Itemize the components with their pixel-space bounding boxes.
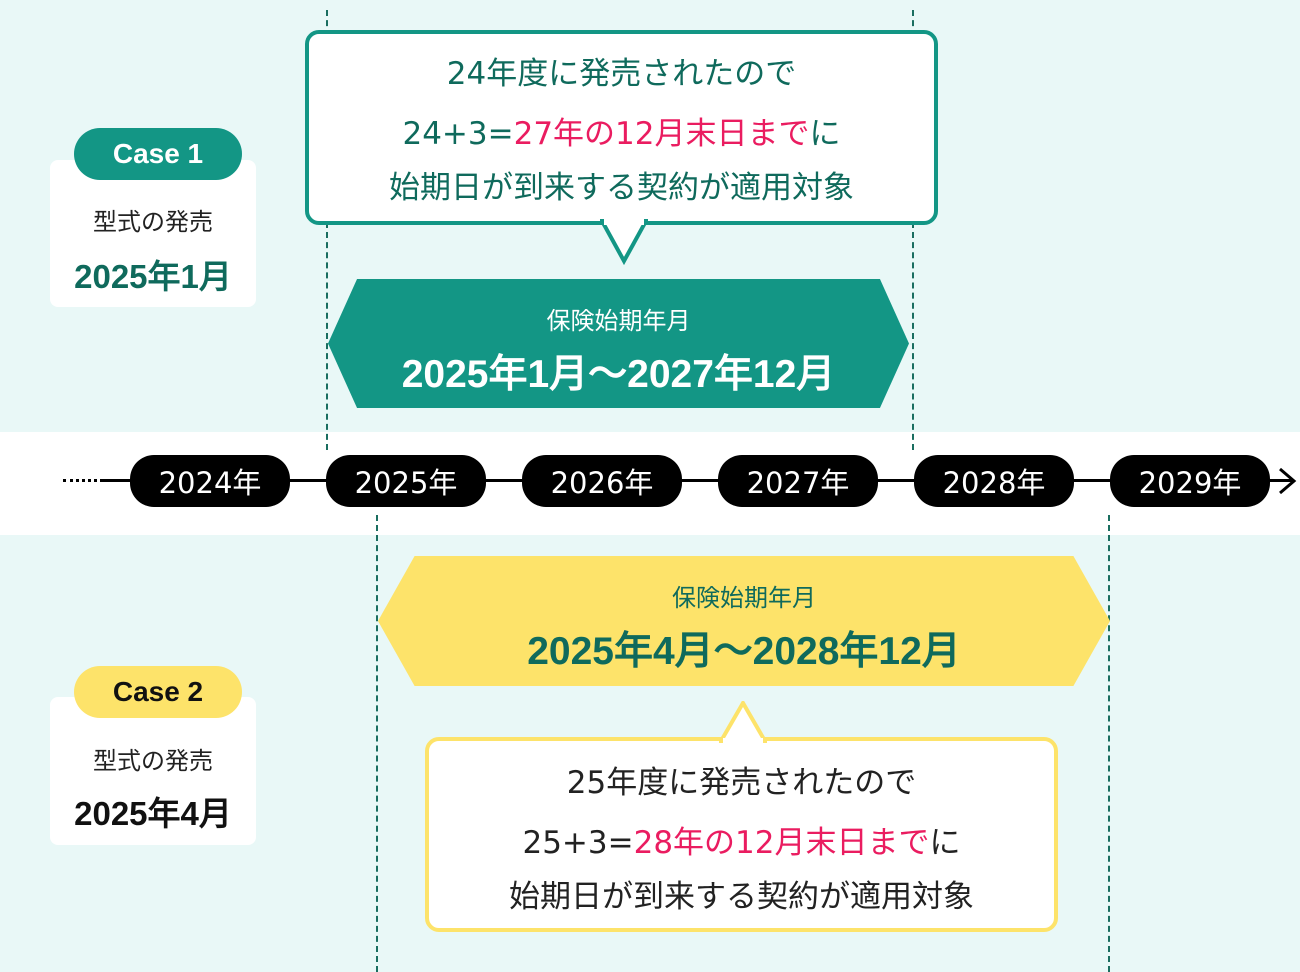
case1-label: 型式の発売 [93,208,213,236]
case1-date: 2025年1月 [74,258,232,295]
timeline-line [100,479,1292,482]
callout-pointer [600,219,648,265]
arrow-right-icon [1279,467,1297,495]
callout-line: 始期日が到来する契約が適用対象 [389,170,854,206]
case1-badge: Case 1 [74,128,242,180]
callout-line: 25年度に発売されたので [566,765,917,801]
case2-period: 保険始期年月 2025年4月〜2028年12月 [378,556,1110,686]
text: に [809,116,841,152]
guide-line [326,10,328,450]
highlight-text: 27年の12月末日まで [513,116,810,152]
callout-line: 始期日が到来する契約が適用対象 [509,879,974,915]
year-2025: 2025年 [326,455,486,507]
text: 24+3= [402,116,514,152]
year-2024: 2024年 [130,455,290,507]
period-label: 保険始期年月 [672,584,816,612]
case2-date: 2025年4月 [74,795,232,832]
callout-pointer [719,701,767,743]
year-2026: 2026年 [522,455,682,507]
guide-line [1108,515,1110,972]
case1-period: 保険始期年月 2025年1月〜2027年12月 [328,279,909,408]
case2-label: 型式の発売 [93,747,213,775]
case2-badge: Case 2 [74,666,242,718]
text: に [929,825,961,861]
guide-line [376,515,378,972]
callout-line: 25+3=28年の12月末日までに [429,823,1054,863]
case2-callout: 25年度に発売されたので 25+3=28年の12月末日までに 始期日が到来する契… [425,737,1058,932]
period-label: 保険始期年月 [546,307,691,335]
case1-card: 型式の発売 2025年1月 [50,160,256,307]
callout-line: 24+3=27年の12月末日までに [309,114,934,154]
case1-callout: 24年度に発売されたので 24+3=27年の12月末日までに 始期日が到来する契… [305,30,938,225]
period-range: 2025年1月〜2027年12月 [401,353,836,396]
year-2029: 2029年 [1110,455,1270,507]
year-2028: 2028年 [914,455,1074,507]
text: 25+3= [522,825,634,861]
callout-line: 24年度に発売されたので [446,56,797,92]
year-2027: 2027年 [718,455,878,507]
highlight-text: 28年の12月末日まで [633,825,930,861]
period-range: 2025年4月〜2028年12月 [527,630,961,673]
timeline-dots [63,479,103,482]
guide-line [912,10,914,450]
case2-card: 型式の発売 2025年4月 [50,697,256,845]
